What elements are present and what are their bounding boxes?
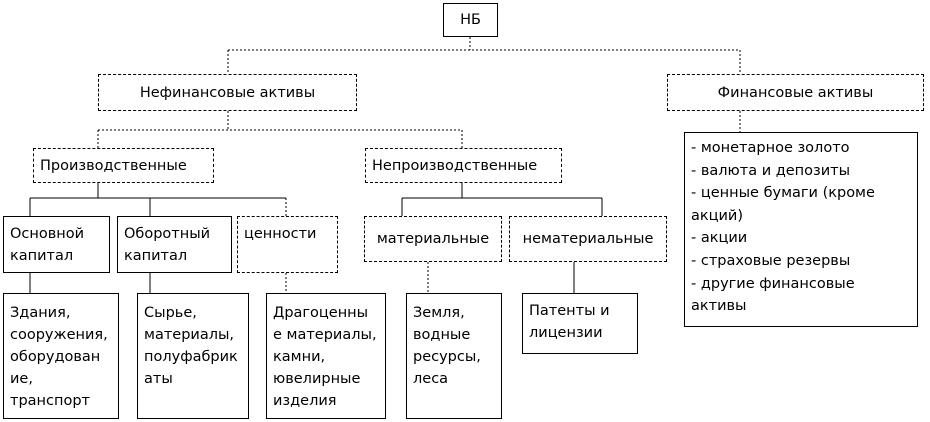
fixed-capital-line: капитал [10,248,74,264]
root-node: НБ [443,3,498,37]
list-item: активы [691,298,747,315]
list-item: акций) [691,207,744,224]
materials-node: Сырье, материалы, полуфабрик аты [137,293,249,419]
nonfinancial-assets-node: Нефинансовые активы [98,74,357,111]
produced-label: Производственные [40,157,187,174]
working-capital-line: Оборотный [124,226,211,242]
land-line: Земля, [413,305,465,321]
precious-line: изделия [273,393,337,409]
produced-node: Производственные [33,148,214,183]
buildings-line: транспорт [10,393,90,409]
list-item: - монетарное золото [691,140,850,156]
materials-line: Сырье, [144,305,197,321]
financial-assets-label: Финансовые активы [717,84,874,101]
buildings-line: оборудован [10,349,101,365]
precious-line: е материалы, [273,327,377,343]
materials-line: полуфабрик [144,349,238,365]
precious-line: ювелирные [273,371,361,387]
valuables-label: ценности [244,226,317,242]
root-label: НБ [460,12,481,28]
valuables-node: ценности [237,216,338,273]
patents-node: Патенты и лицензии [522,293,638,354]
precious-line: Драгоценны [273,305,369,321]
nonproduced-label: Непроизводственные [372,157,538,174]
land-line: водные [413,327,471,343]
patents-line: Патенты и [529,303,610,319]
working-capital-node: Оборотный капитал [117,216,232,273]
land-line: леса [413,371,449,387]
patents-line: лицензии [529,325,603,341]
buildings-line: Здания, [10,305,71,321]
precious-line: камни, [273,349,326,365]
intangible-label: нематериальные [522,231,654,247]
list-item: - страховые резервы [691,252,851,269]
list-item: - другие финансовые [691,275,855,292]
working-capital-line: капитал [124,248,188,264]
precious-materials-node: Драгоценны е материалы, камни, ювелирные… [266,293,386,419]
tangible-node: материальные [364,216,502,262]
materials-line: аты [144,371,173,387]
land-node: Земля, водные ресурсы, леса [406,293,502,419]
buildings-node: Здания, сооружения, оборудован ие, транс… [3,293,119,419]
nonfinancial-assets-label: Нефинансовые активы [139,84,316,101]
intangible-node: нематериальные [509,216,667,262]
materials-line: материалы, [144,327,235,343]
fixed-capital-line: Основной [10,226,85,242]
fixed-capital-node: Основной капитал [3,216,110,273]
financial-assets-list: - монетарное золото - валюта и депозиты … [684,132,918,327]
financial-assets-node: Финансовые активы [667,74,924,111]
list-item: - ценные бумаги (кроме [691,185,875,202]
land-line: ресурсы, [413,349,481,365]
list-item: - валюта и депозиты [691,162,851,179]
buildings-line: ие, [10,371,33,387]
buildings-line: сооружения, [10,327,108,343]
tangible-label: материальные [376,231,490,247]
nonproduced-node: Непроизводственные [365,148,562,183]
list-item: - акции [691,230,748,247]
